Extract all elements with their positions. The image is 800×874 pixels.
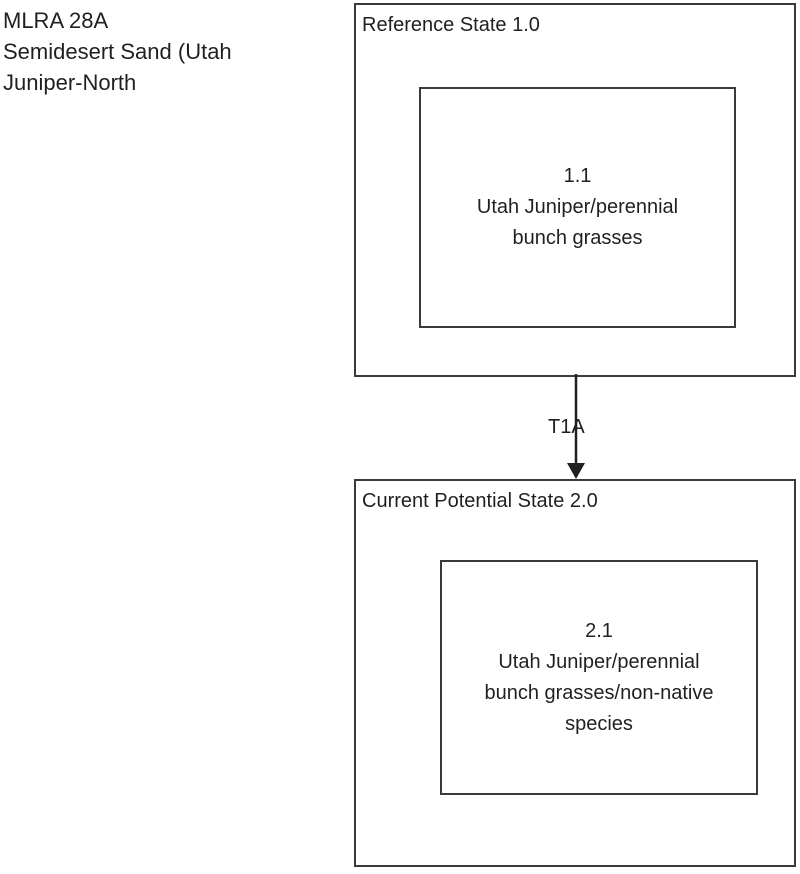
transition-arrow-head-icon bbox=[567, 463, 585, 479]
diagram-title: MLRA 28A Semidesert Sand (Utah Juniper-N… bbox=[3, 8, 232, 95]
state-box-current-potential-2-0[interactable]: Current Potential State 2.0 2.1 Utah Jun… bbox=[354, 479, 796, 867]
phase-box-2-1[interactable]: 2.1 Utah Juniper/perennial bunch grasses… bbox=[440, 560, 758, 795]
transition-arrow-t1a[interactable] bbox=[540, 374, 620, 482]
state-label-1-0: Reference State 1.0 bbox=[362, 14, 540, 36]
transition-label-t1a: T1A bbox=[548, 416, 585, 438]
phase-box-1-1[interactable]: 1.1 Utah Juniper/perennial bunch grasses bbox=[419, 87, 736, 328]
phase-text-1-1: 1.1 Utah Juniper/perennial bunch grasses bbox=[476, 165, 679, 249]
phase-text-2-1: 2.1 Utah Juniper/perennial bunch grasses… bbox=[484, 619, 714, 735]
state-box-reference-1-0[interactable]: Reference State 1.0 1.1 Utah Juniper/per… bbox=[354, 3, 796, 377]
state-label-2-0: Current Potential State 2.0 bbox=[362, 490, 598, 512]
